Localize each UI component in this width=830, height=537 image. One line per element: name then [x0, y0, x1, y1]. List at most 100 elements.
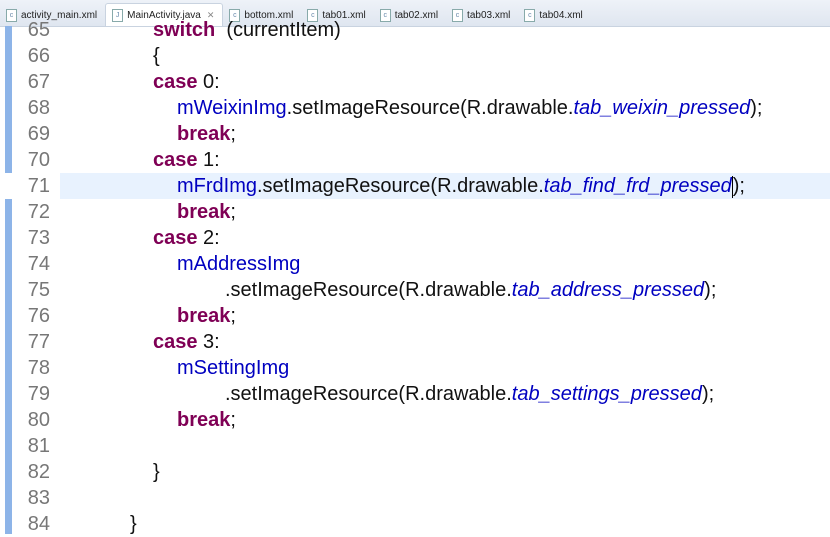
keyword: break — [177, 305, 231, 327]
code-text: { — [153, 43, 160, 69]
line-number: 69 — [27, 123, 50, 145]
code-text: .setImageResource(R.drawable.tab_address… — [225, 277, 716, 303]
code-token: 0: — [197, 71, 220, 93]
gutter-marker-bar — [5, 26, 12, 534]
code-token: ; — [230, 201, 236, 223]
code-token: ); — [750, 97, 763, 119]
line-number: 75 — [27, 279, 50, 301]
code-line: 84} — [0, 511, 830, 537]
code-text: switch (currentItem) — [153, 17, 341, 43]
code-text: break; — [177, 121, 236, 147]
line-number: 68 — [27, 97, 50, 119]
code-token: } — [153, 461, 160, 483]
xml-file-icon: c — [6, 8, 17, 22]
static-field: tab_settings_pressed — [511, 383, 702, 405]
code-token: { — [153, 45, 160, 67]
field-name: mWeixinImg — [177, 97, 287, 119]
field-name: mAddressImg — [177, 253, 301, 275]
code-line: 69 break; — [0, 121, 830, 147]
code-line: 79 .setImageResource(R.drawable.tab_setti… — [0, 381, 830, 407]
tab-label: MainActivity.java — [127, 9, 201, 21]
line-number: 78 — [27, 357, 50, 379]
tab-label: activity_main.xml — [21, 9, 98, 21]
code-token: .setImageResource(R.drawable. — [225, 279, 512, 301]
xml-file-icon: c — [229, 8, 241, 22]
code-text: } — [153, 459, 160, 485]
code-line: 75 .setImageResource(R.drawable.tab_addre… — [0, 277, 830, 303]
keyword: switch — [153, 19, 216, 41]
line-number: 82 — [27, 461, 50, 483]
line-number: 77 — [27, 331, 50, 353]
code-line: 70 case 1: — [0, 147, 830, 173]
line-number: 67 — [27, 71, 50, 93]
tab-label: tab02.xml — [394, 9, 439, 21]
code-line: 82} — [0, 459, 830, 485]
tab-activity-main-xml[interactable]: c activity_main.xml — [0, 4, 105, 26]
keyword: break — [177, 123, 231, 145]
line-number: 66 — [27, 45, 50, 67]
line-number: 76 — [27, 305, 50, 327]
code-text: mAddressImg — [177, 251, 300, 277]
code-line: 65 switch (currentItem) — [0, 17, 830, 43]
code-line: 78 mSettingImg — [0, 355, 830, 381]
line-number: 73 — [27, 227, 50, 249]
keyword: case — [153, 227, 198, 249]
xml-file-icon: c — [524, 8, 536, 22]
code-token: ; — [230, 305, 236, 327]
field-name: mFrdImg — [177, 175, 257, 197]
code-token: 1: — [197, 149, 220, 171]
line-number: 83 — [27, 487, 50, 509]
code-line: 71 mFrdImg.setImageResource(R.drawable.ta… — [0, 173, 830, 199]
close-icon[interactable]: ✕ — [206, 9, 215, 20]
line-number: 80 — [27, 409, 50, 431]
line-number: 74 — [27, 253, 50, 275]
tab-label: tab01.xml — [322, 9, 366, 21]
code-token: ); — [732, 175, 745, 197]
code-token: ); — [704, 279, 717, 301]
code-token: 3: — [197, 331, 220, 353]
line-number: 79 — [27, 383, 50, 405]
code-token: ; — [230, 409, 236, 431]
line-number: 84 — [27, 513, 50, 535]
keyword: case — [153, 331, 198, 353]
line-number: 65 — [27, 19, 50, 41]
code-token: ); — [701, 383, 715, 405]
tab-label: tab04.xml — [539, 9, 583, 21]
code-line: 73 case 2: — [0, 225, 830, 251]
code-token: (currentItem) — [215, 19, 341, 41]
code-text: case 1: — [153, 147, 220, 173]
code-text: .setImageResource(R.drawable.tab_setting… — [225, 381, 714, 407]
code-text: break; — [177, 303, 236, 329]
code-line: 81 — [0, 433, 830, 459]
code-token: ; — [230, 123, 236, 145]
java-file-icon: J — [112, 8, 124, 22]
code-line: 83 — [0, 485, 830, 511]
code-token: .setImageResource(R.drawable. — [286, 97, 574, 119]
code-text: mFrdImg.setImageResource(R.drawable.tab_… — [177, 173, 745, 199]
keyword: case — [153, 149, 198, 171]
line-number: 70 — [27, 149, 50, 171]
code-line: 66 { — [0, 43, 830, 69]
xml-file-icon: c — [452, 8, 464, 22]
code-token: .setImageResource(R.drawable. — [257, 175, 544, 197]
field-name: mSettingImg — [177, 357, 290, 379]
xml-file-icon: c — [379, 8, 391, 22]
static-field: tab_find_frd_pressed — [543, 175, 732, 197]
code-token: 2: — [197, 227, 220, 249]
xml-file-icon: c — [307, 8, 319, 22]
line-number: 81 — [27, 435, 50, 457]
keyword: break — [177, 409, 231, 431]
code-token: .setImageResource(R.drawable. — [225, 383, 512, 405]
tab-label: tab03.xml — [467, 9, 511, 21]
line-number: 71 — [27, 175, 50, 197]
code-text: break; — [177, 407, 236, 433]
